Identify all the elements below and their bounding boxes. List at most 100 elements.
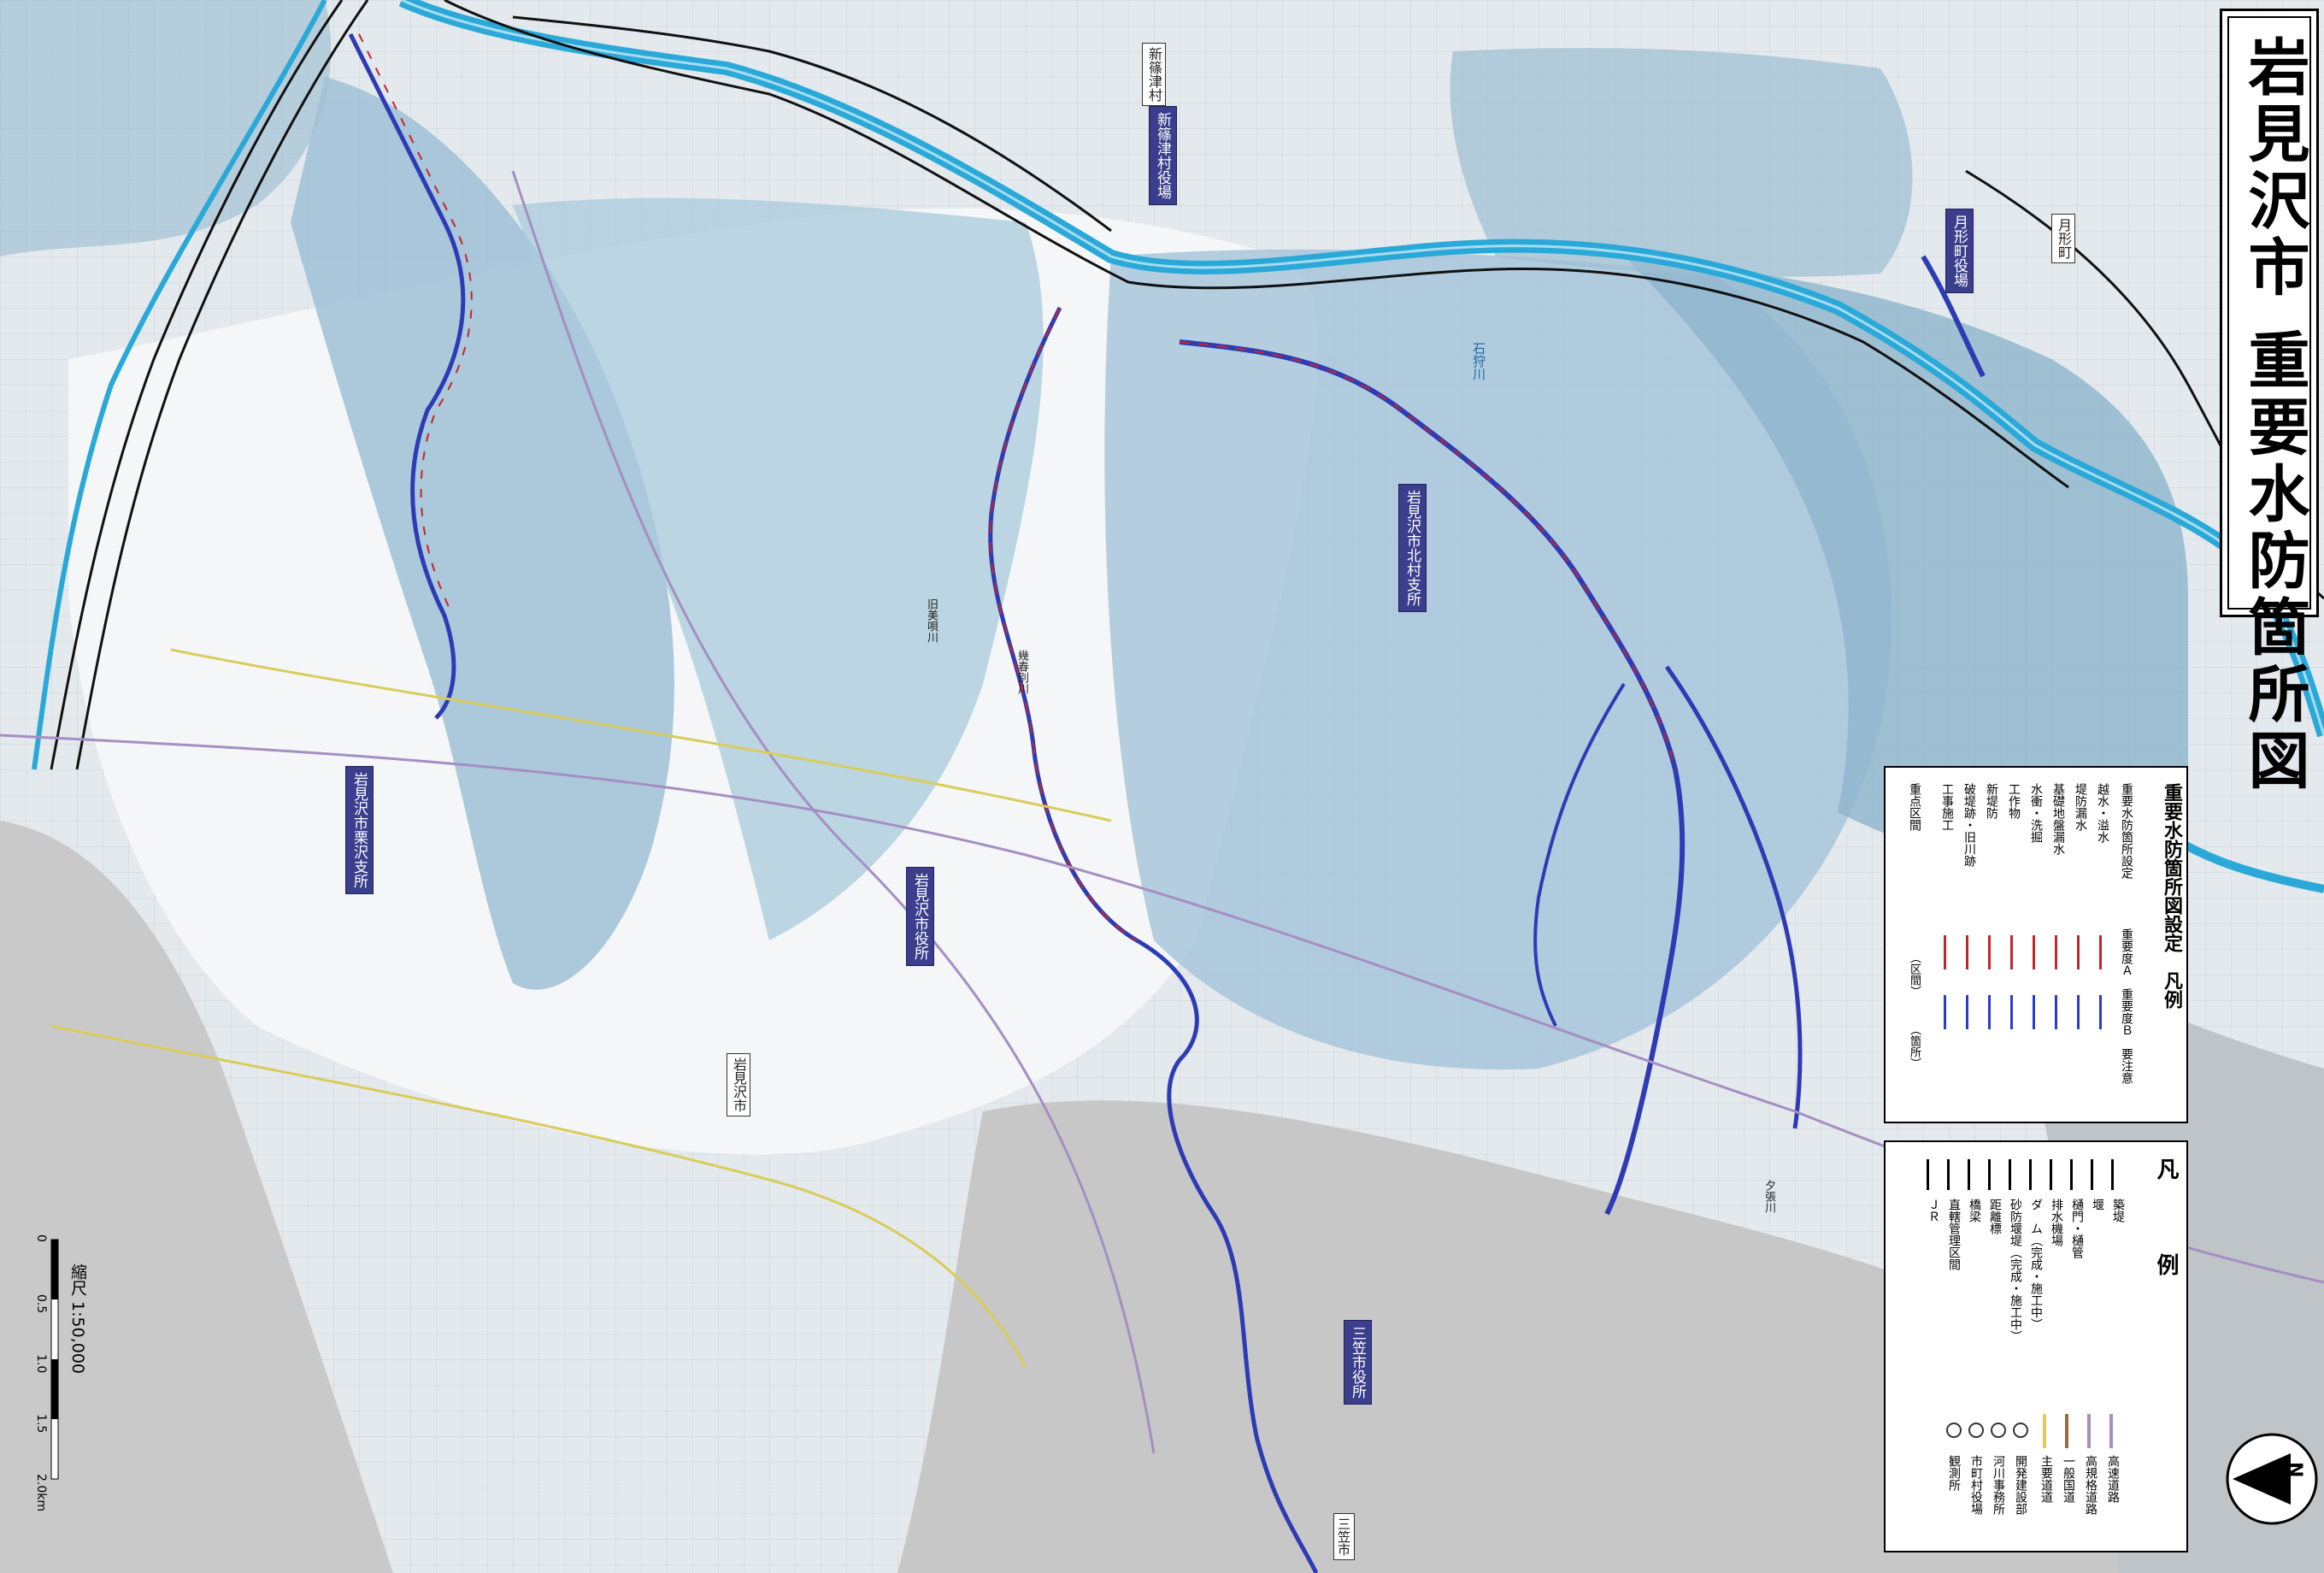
legend-water-sym-a xyxy=(2077,935,2080,969)
office-mikasa: 三笠市役所 xyxy=(1344,1320,1372,1405)
levee-north-1 xyxy=(444,0,2069,489)
legend-item-label: 距離標 xyxy=(1988,1199,2002,1234)
levee-north-2 xyxy=(512,15,1112,233)
tributary-east-3 xyxy=(1533,682,1626,1027)
legend-item-label: ＪＲ xyxy=(1927,1199,1940,1222)
legend-water-sym-b xyxy=(2077,995,2080,1029)
scale-tick-label: 0 xyxy=(34,1234,48,1242)
flood-zone-north xyxy=(1450,48,1913,277)
label-tsukigata: 月形町 xyxy=(2051,214,2075,263)
legend-water-sym-b xyxy=(1944,995,1946,1029)
legend-item-label: ダ ム（完成・施工中） xyxy=(2029,1199,2043,1330)
legend-water-sym-a xyxy=(1988,935,1991,969)
tributary-west xyxy=(348,32,466,720)
legend-water-sym-b xyxy=(2055,995,2057,1029)
legend-water-sym-a xyxy=(1944,935,1946,969)
legend-water-point-row: 重点区間 xyxy=(1908,783,1921,831)
legend-symbol-gate-icon xyxy=(2070,1159,2085,1190)
tributary-east-important xyxy=(1179,341,1676,770)
legend-symbol-jr-icon xyxy=(1927,1159,1941,1190)
legend-water-row: 堤防漏水 xyxy=(2074,783,2087,831)
legend-water-sym-b xyxy=(2010,995,2013,1029)
office-kurisawa: 岩見沢市栗沢支所 xyxy=(345,766,374,894)
legend-symbol-sabo-icon xyxy=(2009,1159,2023,1190)
legend-symbol-km-icon xyxy=(1988,1159,2003,1190)
legend-symbol-dam-icon xyxy=(2029,1159,2044,1190)
levee-west-2 xyxy=(75,0,369,770)
legend-water-sym-b xyxy=(1988,995,1991,1029)
label-shinshinotsu: 新篠津村 xyxy=(1142,43,1166,106)
map-title: 岩見沢市 重要水防箇所図 xyxy=(2238,35,2309,796)
legend-item-label: 築堤 xyxy=(2111,1199,2125,1222)
legend-road-line xyxy=(2087,1414,2091,1448)
levee-west-1 xyxy=(50,0,344,770)
ishikari-river-highlight xyxy=(401,0,2324,736)
office-kitamura: 岩見沢市北村支所 xyxy=(1398,484,1427,612)
legend-symbol-pump-icon xyxy=(2050,1159,2064,1190)
legend-water-title: 重要水防箇所図設定 凡例 xyxy=(2161,783,2182,1009)
legend-main: 凡 例 築堤堰樋門・樋管排水機場ダ ム（完成・施工中）砂防堰堤（完成・施工中）距… xyxy=(1884,1140,2188,1552)
label-iwamizawa: 岩見沢市 xyxy=(727,1053,750,1116)
title-block: 岩見沢市 重要水防箇所図 xyxy=(2220,9,2319,795)
scale-bar xyxy=(50,1239,59,1480)
road-expressway xyxy=(511,170,1156,1454)
legend-symbol-bridge-icon xyxy=(1968,1159,1982,1190)
legend-office-label: 観測所 xyxy=(1947,1455,1961,1491)
legend-water-sym-a xyxy=(2099,935,2102,969)
legend-water-header: 重要水防箇所設定 xyxy=(2120,783,2133,879)
road-major-2 xyxy=(50,1024,1027,1369)
legend-water-row: 越水・溢水 xyxy=(2096,783,2109,843)
legend-water-sym-a xyxy=(1966,935,1968,969)
legend-water-sym-a xyxy=(2010,935,2013,969)
legend-road-line xyxy=(2065,1414,2068,1448)
legend-item-label: 堰 xyxy=(2091,1199,2104,1211)
scale-tick-label: 1.0 xyxy=(34,1354,48,1374)
hill-area-south xyxy=(897,1100,2137,1573)
legend-water-sym-b xyxy=(2033,995,2035,1029)
label-ikushunbetsu: 幾春別川 xyxy=(1015,650,1028,694)
legend-office-label: 河川事務所 xyxy=(1992,1455,2005,1515)
office-shinshinotsu: 新篠津村役場 xyxy=(1149,106,1177,205)
legend-water-point-cell: （箇所） xyxy=(1908,1024,1921,1069)
legend-water-sym-b xyxy=(1966,995,1968,1029)
legend-office-icon xyxy=(1968,1423,1984,1438)
label-yubari: 夕張川 xyxy=(1762,1180,1775,1213)
legend-item-label: 直轄管理区間 xyxy=(1947,1199,1961,1270)
legend-water-row: 新堤防 xyxy=(1985,783,1998,819)
legend-symbol-line-icon xyxy=(2111,1159,2126,1190)
tributary-central xyxy=(988,306,1319,1573)
tributary-east-2 xyxy=(1664,665,1803,1129)
legend-item-label: 砂防堰堤（完成・施工中） xyxy=(2009,1199,2022,1342)
scale-tick-label: 1.5 xyxy=(34,1414,48,1434)
legend-road-line xyxy=(2109,1414,2113,1448)
flood-zone-east xyxy=(1104,249,1892,1070)
label-mikasa: 三笠市 xyxy=(1333,1513,1355,1560)
legend-water-sym-a xyxy=(2033,935,2035,969)
legend-road-label: 主要道道 xyxy=(2039,1455,2053,1503)
flood-zone-northeast xyxy=(1624,256,2188,873)
legend-office-icon xyxy=(2013,1423,2028,1438)
label-ishikari: 石狩川 xyxy=(1471,342,1486,380)
scale-tick-label: 2.0km xyxy=(34,1474,48,1512)
legend-water-header: 重要度Ａ xyxy=(2120,928,2133,976)
legend-water-header: 重要度Ｂ xyxy=(2120,988,2133,1036)
legend-road-label: 高速道路 xyxy=(2106,1455,2120,1503)
flood-zone-northwest xyxy=(0,0,332,256)
legend-road-label: 一般国道 xyxy=(2062,1455,2075,1503)
scale-label: 縮尺 1:50,000 xyxy=(68,1264,87,1375)
legend-water-row: 基礎地盤漏水 xyxy=(2051,783,2065,855)
office-iwamizawa: 岩見沢市役所 xyxy=(906,867,934,966)
road-major xyxy=(170,648,1112,822)
legend-item-label: 橋梁 xyxy=(1968,1199,1981,1222)
legend-water-row: 水衝・洗掘 xyxy=(2029,783,2043,843)
legend-road-line xyxy=(2043,1414,2046,1448)
legend-symbol-direct-icon xyxy=(1947,1159,1962,1190)
legend-water-header: 要注意 xyxy=(2120,1048,2133,1084)
legend-road-label: 高規格道路 xyxy=(2084,1455,2097,1515)
north-arrow-icon xyxy=(2226,1433,2318,1525)
legend-water-row: 工作物 xyxy=(2007,783,2021,819)
legend-water-sym-a xyxy=(2055,935,2057,969)
legend-item-label: 樋門・樋管 xyxy=(2070,1199,2084,1258)
title-block-inner xyxy=(2227,16,2311,610)
